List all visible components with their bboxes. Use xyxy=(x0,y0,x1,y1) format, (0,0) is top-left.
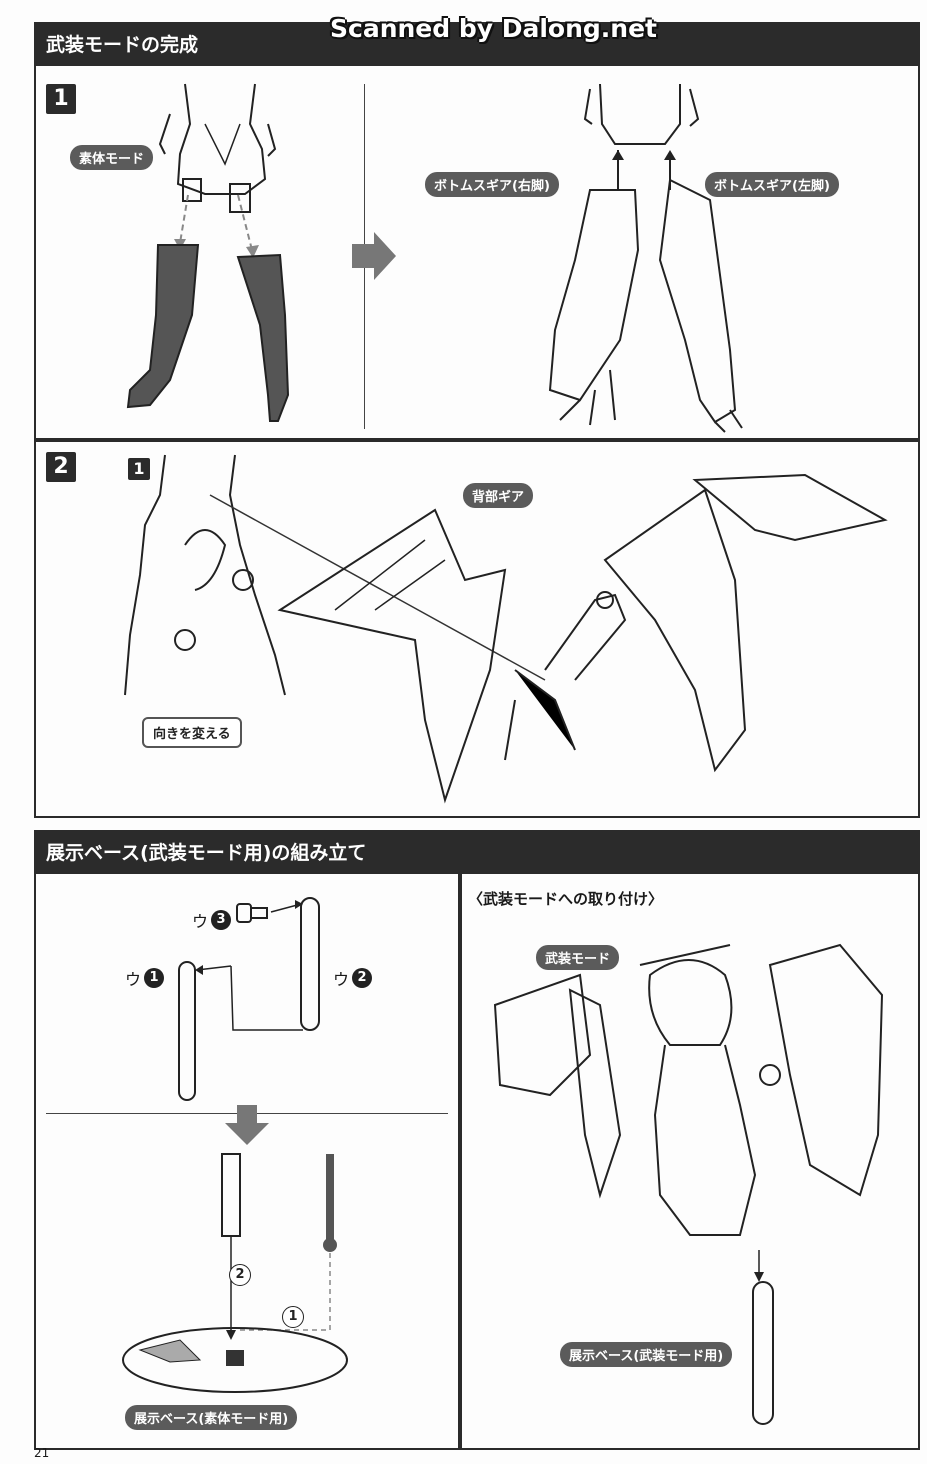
armed-base-stand-illustration xyxy=(752,1250,774,1425)
label-back-gear: 背部ギア xyxy=(463,483,534,508)
step-number: 1 xyxy=(46,84,76,114)
base-parts-illustration xyxy=(178,897,320,1101)
scan-watermark: Scanned by Dalong.net xyxy=(330,14,658,43)
label-base-body-mode: 展示ベース(素体モード用) xyxy=(125,1405,298,1430)
section-header-display-base: 展示ベース(武装モード用)の組み立て xyxy=(34,830,920,872)
order-marker: 2 xyxy=(229,1264,251,1286)
figure-back-view-illustration xyxy=(124,454,546,696)
armed-mode-figure-illustration xyxy=(493,943,884,1236)
label-armed-mode: 武装モード xyxy=(536,945,620,970)
attach-to-armed-mode-panel xyxy=(458,872,920,1450)
part-letter: ウ xyxy=(333,970,350,989)
order-marker: 1 xyxy=(282,1306,304,1328)
step-1-panel xyxy=(34,64,920,442)
part-number: 3 xyxy=(211,910,232,930)
label-turn-around: 向きを変える xyxy=(142,717,242,748)
part-letter: ウ xyxy=(192,912,209,931)
label-bottoms-gear-right: ボトムスギア(右脚) xyxy=(425,172,559,197)
base-assembly-panel xyxy=(34,872,462,1450)
section-header-armed-mode-complete: 武装モードの完成 xyxy=(34,22,920,64)
bottoms-gear-illustration xyxy=(548,150,743,433)
part-number: 1 xyxy=(144,968,165,988)
down-arrow-icon xyxy=(225,1105,269,1145)
legs-illustration xyxy=(126,194,290,422)
step-number: 2 xyxy=(46,452,76,482)
label-bottoms-gear-left: ボトムスギア(左脚) xyxy=(705,172,839,197)
body-mode-figure-illustration xyxy=(158,83,277,213)
section-title: 武装モードの完成 xyxy=(46,34,199,56)
attach-title: 〈武装モードへの取り付け〉 xyxy=(468,890,664,908)
section-title: 展示ベース(武装モード用)の組み立て xyxy=(46,842,367,864)
base-assembly-illustration xyxy=(122,1153,348,1393)
step-2-panel xyxy=(34,438,920,818)
next-arrow-icon xyxy=(352,232,396,280)
part-letter: ウ xyxy=(125,970,142,989)
label-body-mode: 素体モード xyxy=(70,145,154,170)
sub-step-number: 1 xyxy=(128,458,150,480)
label-base-armed-mode: 展示ベース(武装モード用) xyxy=(560,1342,733,1367)
part-number: 2 xyxy=(352,968,373,988)
hips-illustration xyxy=(583,83,700,145)
back-gear-wings-illustration xyxy=(277,473,888,804)
page-number: 21 xyxy=(34,1446,50,1460)
